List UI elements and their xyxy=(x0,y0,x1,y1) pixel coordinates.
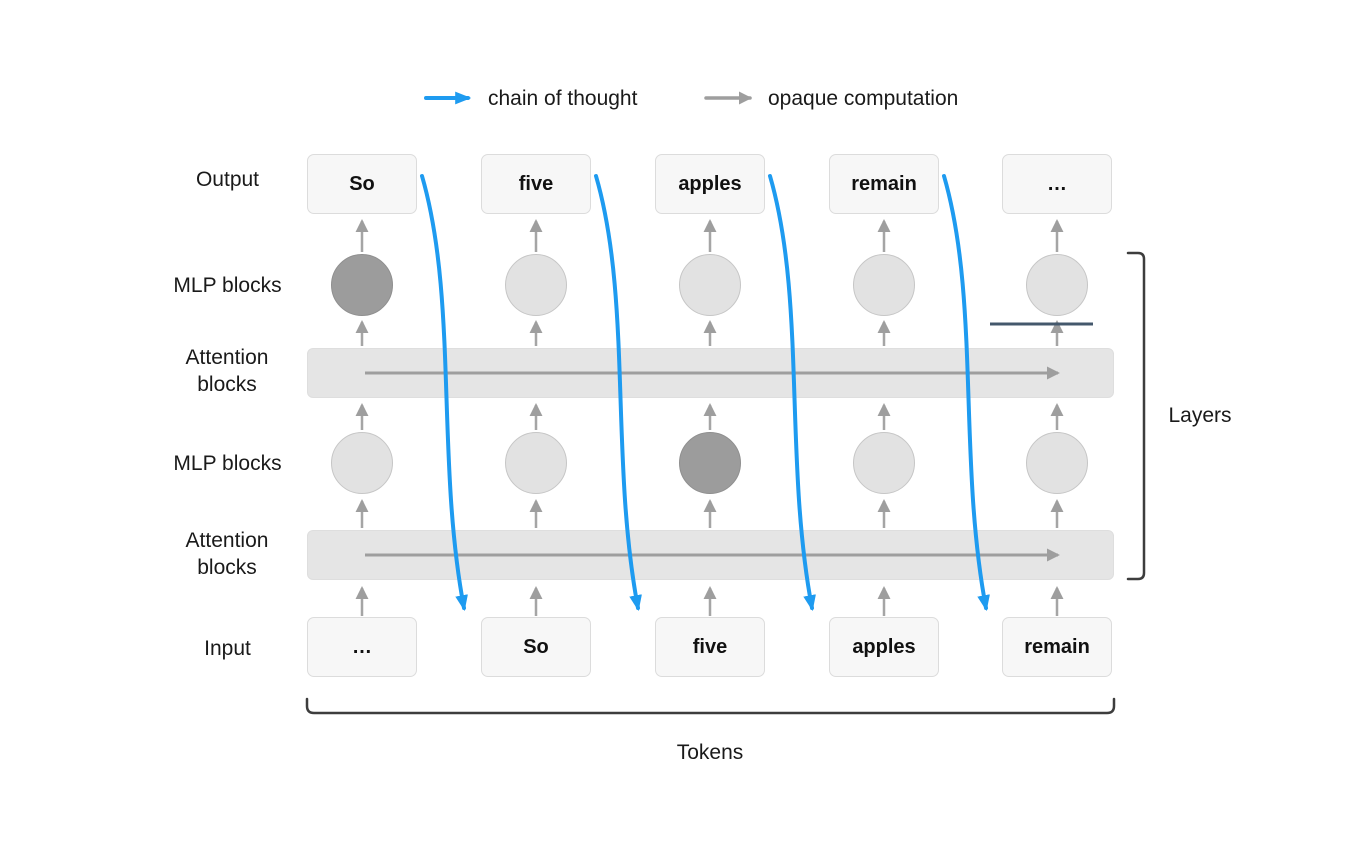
mlp-circle-bottom-1 xyxy=(331,432,393,494)
mlp-circle-top-3 xyxy=(679,254,741,316)
row-label-attention-top: Attention blocks xyxy=(185,346,269,396)
input-token-box: So xyxy=(481,617,591,677)
row-label-mlp-bottom: MLP blocks xyxy=(173,452,282,475)
input-token-box: remain xyxy=(1002,617,1112,677)
layers-bracket-label: Layers xyxy=(1168,404,1232,427)
input-token-box: … xyxy=(307,617,417,677)
legend-chain-of-thought-label: chain of thought xyxy=(488,87,638,110)
mlp-circle-bottom-2 xyxy=(505,432,567,494)
row-label-output: Output xyxy=(195,168,260,191)
row-label-mlp-top: MLP blocks xyxy=(173,274,282,297)
mlp-circle-top-1 xyxy=(331,254,393,316)
output-token-box: So xyxy=(307,154,417,214)
mlp-circle-bottom-3 xyxy=(679,432,741,494)
attention-band-bottom xyxy=(307,530,1114,580)
mlp-circle-bottom-5 xyxy=(1026,432,1088,494)
input-token-box: five xyxy=(655,617,765,677)
output-token-box: apples xyxy=(655,154,765,214)
output-token-box: five xyxy=(481,154,591,214)
output-token-box: remain xyxy=(829,154,939,214)
mlp-circle-top-5 xyxy=(1026,254,1088,316)
layers-bracket xyxy=(1126,251,1146,581)
mlp-circle-top-4 xyxy=(853,254,915,316)
output-token-box: … xyxy=(1002,154,1112,214)
mlp-circle-top-2 xyxy=(505,254,567,316)
attention-band-top xyxy=(307,348,1114,398)
tokens-bracket xyxy=(305,697,1116,715)
row-label-attention-bottom: Attention blocks xyxy=(185,529,269,579)
mlp-circle-bottom-4 xyxy=(853,432,915,494)
legend-opaque-computation-label: opaque computation xyxy=(768,87,959,110)
row-label-input: Input xyxy=(204,637,251,660)
tokens-bracket-label: Tokens xyxy=(676,741,744,764)
input-token-box: apples xyxy=(829,617,939,677)
